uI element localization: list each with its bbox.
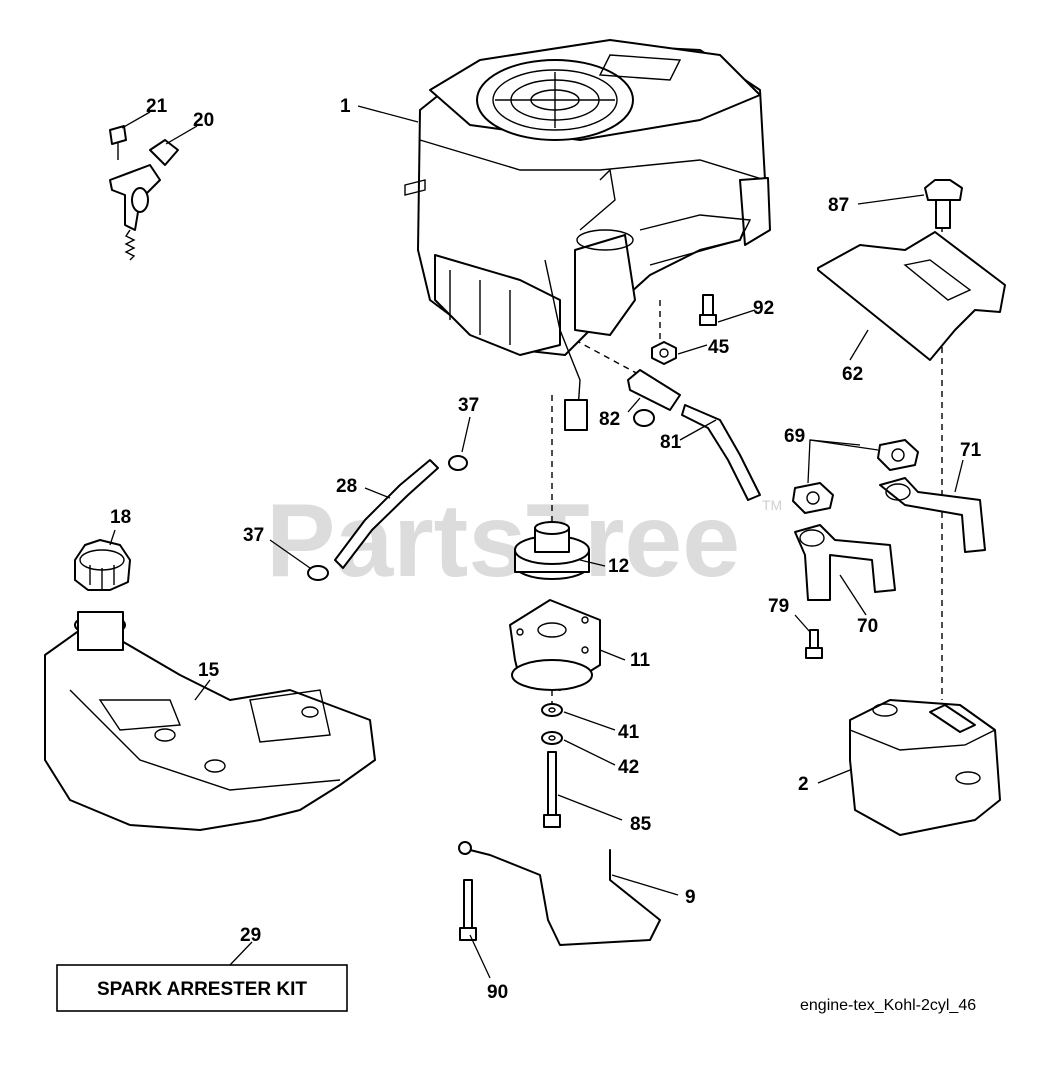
callout-1: 1 bbox=[340, 96, 351, 117]
bolt-90[interactable] bbox=[459, 879, 477, 941]
exhaust-pipe-70[interactable] bbox=[794, 524, 896, 601]
callout-69: 69 bbox=[784, 426, 805, 447]
nut-45[interactable] bbox=[651, 341, 677, 365]
callout-81: 81 bbox=[660, 432, 682, 453]
heat-shield[interactable] bbox=[817, 231, 1006, 361]
callout-79: 79 bbox=[768, 596, 789, 617]
throttle-bracket[interactable] bbox=[109, 125, 179, 261]
callout-62: 62 bbox=[842, 364, 863, 385]
spark-arrester-kit[interactable]: SPARK ARRESTER KIT bbox=[56, 964, 348, 1012]
spark-arrester-kit-label: SPARK ARRESTER KIT bbox=[97, 979, 307, 1000]
callout-15: 15 bbox=[198, 660, 220, 681]
gaskets-69[interactable] bbox=[792, 439, 919, 514]
clamp-37-top[interactable] bbox=[448, 455, 468, 471]
watermark-trademark: TM bbox=[762, 497, 782, 513]
callout-92: 92 bbox=[753, 298, 774, 319]
watermark: PartsTree TM bbox=[266, 483, 782, 599]
rod[interactable] bbox=[458, 841, 661, 946]
washer-42[interactable] bbox=[541, 731, 563, 745]
callouts: 1 21 20 87 92 45 62 82 81 37 28 37 18 12… bbox=[110, 96, 982, 1003]
leader-lines bbox=[109, 105, 964, 979]
watermark-text: PartsTree bbox=[266, 483, 740, 599]
exhaust-pipe-71[interactable] bbox=[879, 477, 986, 553]
callout-12: 12 bbox=[608, 556, 629, 577]
callout-29: 29 bbox=[240, 925, 261, 946]
diagram-reference: engine-tex_Kohl-2cyl_46 bbox=[800, 997, 976, 1014]
callout-45: 45 bbox=[708, 337, 730, 358]
knob[interactable] bbox=[924, 179, 963, 229]
electric-clutch[interactable] bbox=[509, 599, 601, 691]
muffler[interactable] bbox=[849, 699, 1001, 836]
callout-20: 20 bbox=[193, 110, 214, 131]
callout-70: 70 bbox=[857, 616, 878, 637]
callout-11: 11 bbox=[630, 650, 651, 671]
clamp-37-bottom[interactable] bbox=[307, 565, 329, 581]
bolt-79[interactable] bbox=[805, 629, 823, 659]
fuel-cap[interactable] bbox=[74, 539, 131, 591]
pulley[interactable] bbox=[514, 521, 590, 580]
engine[interactable] bbox=[404, 39, 771, 431]
fuel-filter[interactable] bbox=[627, 369, 681, 427]
washer-41[interactable] bbox=[541, 703, 563, 717]
callout-71: 71 bbox=[960, 440, 982, 461]
callout-87: 87 bbox=[828, 195, 849, 216]
callout-82: 82 bbox=[599, 409, 620, 430]
callout-85: 85 bbox=[630, 814, 652, 835]
callout-9: 9 bbox=[685, 887, 696, 908]
callout-37-top: 37 bbox=[458, 395, 479, 416]
fuel-hose-81[interactable] bbox=[681, 404, 761, 501]
fuel-hose-28[interactable] bbox=[334, 459, 439, 569]
callout-2: 2 bbox=[798, 774, 809, 795]
callout-21: 21 bbox=[146, 96, 168, 117]
callout-37-bottom: 37 bbox=[243, 525, 264, 546]
bolt-92[interactable] bbox=[699, 294, 717, 326]
callout-28: 28 bbox=[336, 476, 357, 497]
callout-41: 41 bbox=[618, 722, 640, 743]
callout-42: 42 bbox=[618, 757, 639, 778]
callout-90: 90 bbox=[487, 982, 508, 1003]
fuel-tank[interactable] bbox=[44, 611, 376, 831]
bolt-85[interactable] bbox=[543, 751, 561, 828]
callout-18: 18 bbox=[110, 507, 131, 528]
